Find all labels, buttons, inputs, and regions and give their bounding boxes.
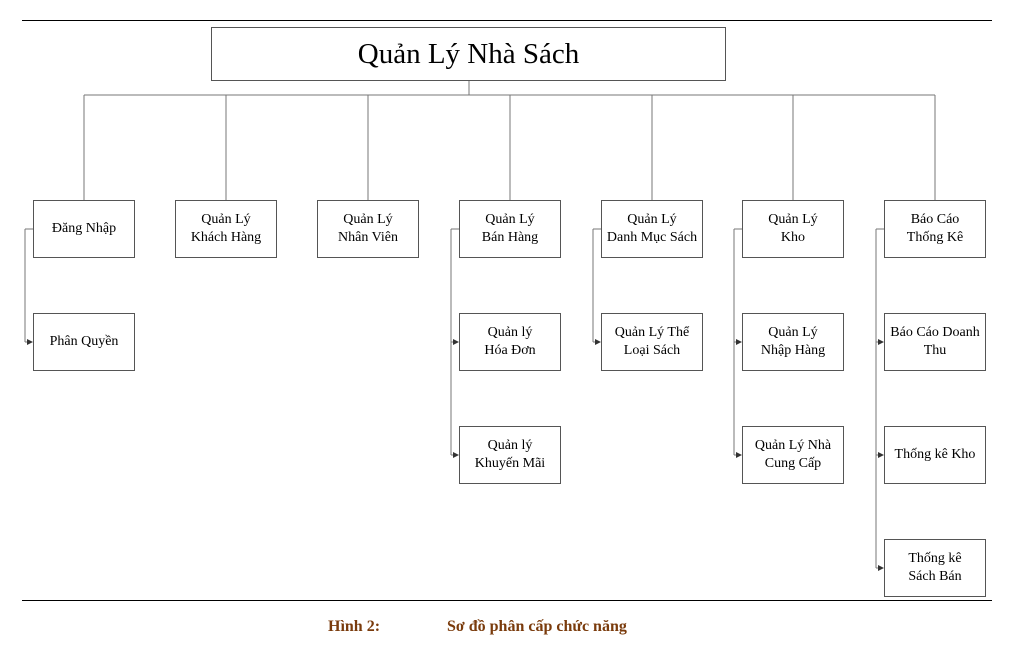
- sub-quan-ly-khuyen-mai: Quản lý Khuyến Mãi: [459, 426, 561, 484]
- sub-phan-quyen: Phân Quyền: [33, 313, 135, 371]
- sub-bao-cao-doanh-thu: Báo Cáo Doanh Thu: [884, 313, 986, 371]
- caption-text: Sơ đồ phân cấp chức năng: [447, 618, 627, 635]
- caption-label: Hình 2:: [328, 618, 381, 635]
- sub-thong-ke-kho: Thống kê Kho: [884, 426, 986, 484]
- module-quan-ly-ban-hang: Quản Lý Bán Hàng: [459, 200, 561, 258]
- module-quan-ly-khach-hang: Quản Lý Khách Hàng: [175, 200, 277, 258]
- sub-quan-ly-nha-cung-cap: Quản Lý Nhà Cung Cấp: [742, 426, 844, 484]
- bottom-rule: [22, 600, 992, 601]
- sub-quan-ly-the-loai-sach: Quản Lý Thể Loại Sách: [601, 313, 703, 371]
- module-quan-ly-kho: Quản Lý Kho: [742, 200, 844, 258]
- module-quan-ly-danh-muc-sach: Quản Lý Danh Mục Sách: [601, 200, 703, 258]
- sub-thong-ke-sach-ban: Thống kê Sách Bán: [884, 539, 986, 597]
- sub-quan-ly-hoa-don: Quản lý Hóa Đơn: [459, 313, 561, 371]
- root-node: Quản Lý Nhà Sách: [211, 27, 726, 81]
- figure-caption: Hình 2: Sơ đồ phân cấp chức năng: [0, 615, 1013, 639]
- module-quan-ly-nhan-vien: Quản Lý Nhân Viên: [317, 200, 419, 258]
- top-rule: [22, 20, 992, 21]
- sub-quan-ly-nhap-hang: Quản Lý Nhập Hàng: [742, 313, 844, 371]
- module-dang-nhap: Đăng Nhập: [33, 200, 135, 258]
- module-bao-cao-thong-ke: Báo Cáo Thống Kê: [884, 200, 986, 258]
